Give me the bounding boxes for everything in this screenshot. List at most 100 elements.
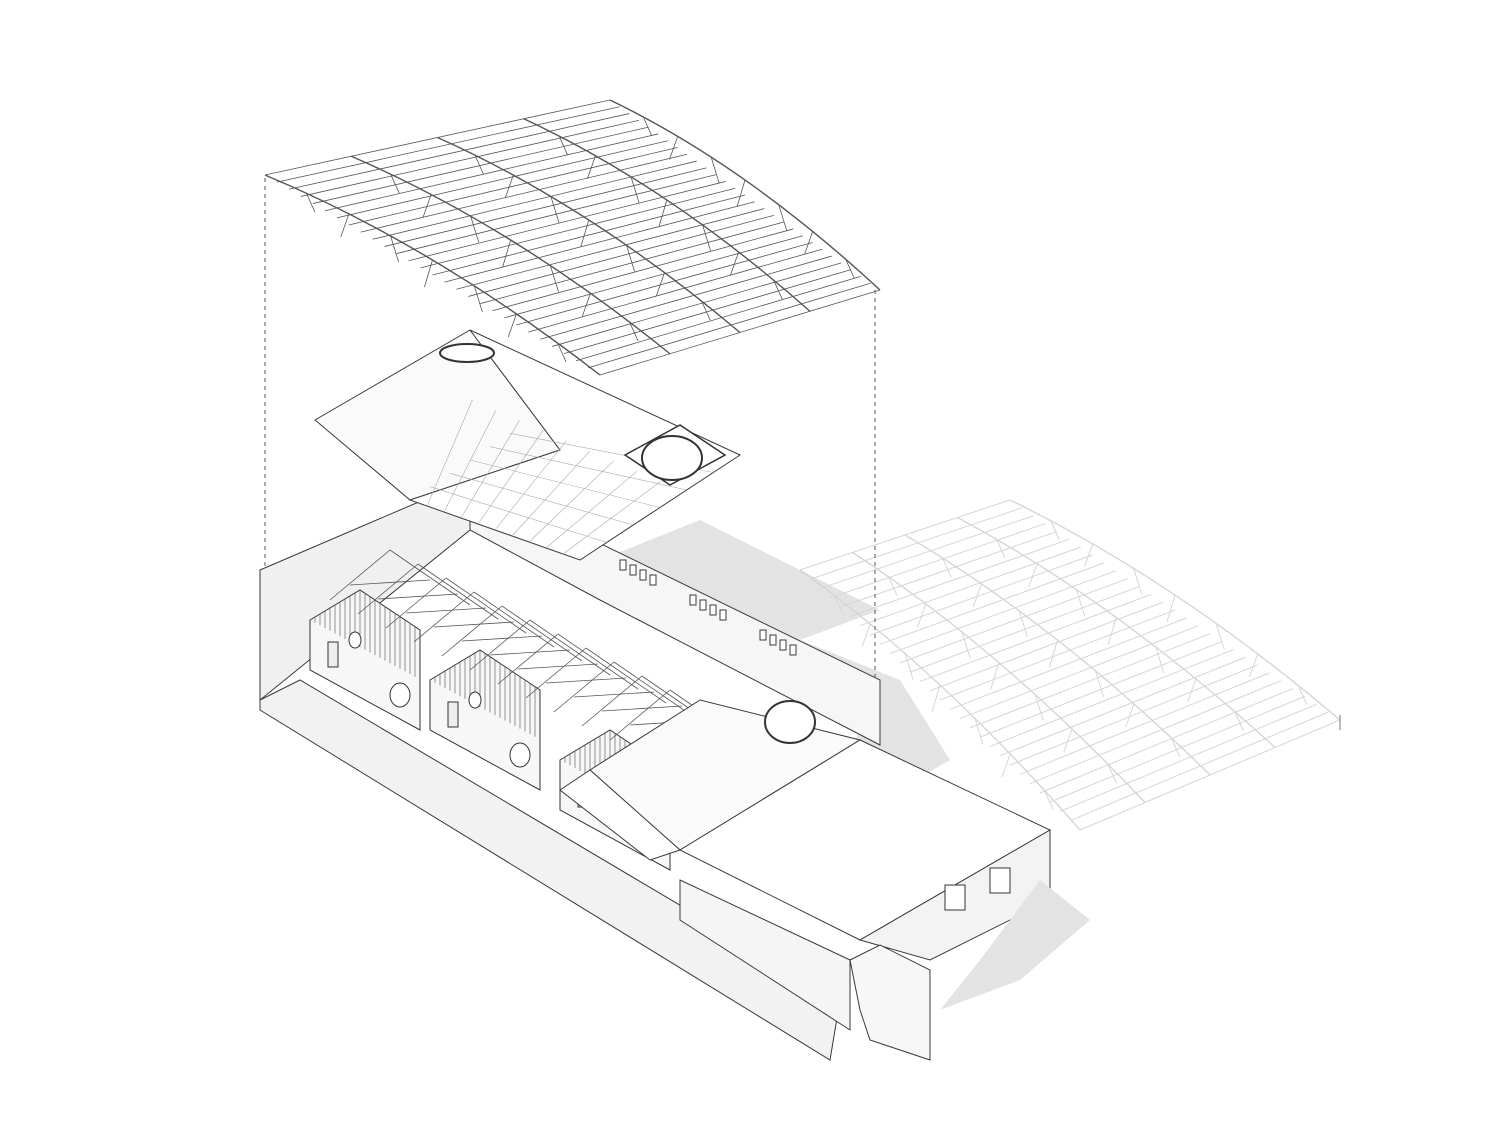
purlin <box>849 538 1070 617</box>
truss-web <box>1166 594 1176 623</box>
tile-line <box>545 471 638 549</box>
purlin <box>540 255 832 340</box>
rafter <box>445 577 527 634</box>
tile-line <box>511 450 591 537</box>
porthole-window <box>348 631 362 649</box>
rafter <box>525 647 587 699</box>
truss-web <box>390 175 400 194</box>
truss-web <box>710 157 720 184</box>
porthole-window <box>509 742 531 768</box>
purlin <box>587 282 871 369</box>
truss-web <box>702 225 712 252</box>
truss-web <box>669 136 678 160</box>
purlin <box>899 578 1129 664</box>
purlin <box>1009 664 1258 766</box>
rafter <box>609 689 671 741</box>
truss-web <box>474 155 484 175</box>
roof-skylight-small <box>439 343 495 363</box>
clerestory-window <box>719 609 727 621</box>
truss-web <box>942 559 952 578</box>
truss-web <box>630 176 640 204</box>
truss-web <box>996 540 1006 559</box>
truss-web <box>804 231 813 255</box>
clerestory-windows <box>619 559 797 656</box>
purlin <box>939 609 1176 701</box>
tile-line <box>489 446 687 491</box>
purlin <box>444 201 755 283</box>
purlin <box>1049 695 1305 803</box>
door <box>447 701 459 728</box>
truss-web <box>1298 686 1308 705</box>
truss-web <box>502 239 512 268</box>
roof-tiling <box>426 399 714 555</box>
purlin <box>959 625 1199 720</box>
purlin <box>516 242 813 326</box>
purlin <box>468 214 775 297</box>
truss-web <box>1034 694 1044 721</box>
round-window <box>764 700 816 744</box>
purlin <box>889 570 1117 655</box>
clerestory-window <box>779 639 787 651</box>
truss-web <box>1018 610 1028 638</box>
entrance-block <box>679 879 851 1031</box>
truss-web <box>990 662 1000 690</box>
truss-web <box>473 286 483 313</box>
tie-beam <box>573 691 655 698</box>
truss-web <box>1133 568 1143 595</box>
purlin <box>839 530 1058 608</box>
purlin <box>949 617 1187 710</box>
truss-web <box>1125 704 1135 728</box>
truss-web <box>306 194 316 213</box>
truss-web <box>1187 679 1197 703</box>
truss-web <box>1044 791 1054 810</box>
truss-web <box>773 281 783 300</box>
tie-beam <box>349 579 431 586</box>
purlin <box>420 187 736 269</box>
purlin <box>919 593 1152 682</box>
purlin <box>408 181 726 262</box>
floor-slab <box>259 679 841 1061</box>
truss-web <box>888 577 898 596</box>
clerestory-window <box>699 599 707 611</box>
purlin <box>989 648 1235 747</box>
tile-line <box>469 459 661 508</box>
tie-beam <box>377 593 459 600</box>
clerestory-window <box>619 559 627 571</box>
truss-web <box>1050 521 1060 540</box>
rafter <box>497 633 559 685</box>
truss-web <box>861 624 871 648</box>
rafter <box>613 661 695 718</box>
truss-web <box>507 314 517 338</box>
truss-web <box>655 273 665 296</box>
truss-web <box>931 684 941 713</box>
purlin <box>879 562 1105 645</box>
annex-window <box>944 884 966 911</box>
tie-beam <box>517 663 599 670</box>
clerestory-window <box>629 564 637 576</box>
truss-web <box>917 604 927 628</box>
truss-web <box>1234 712 1244 731</box>
rafter <box>501 605 583 662</box>
purlin <box>1069 711 1329 822</box>
purlin <box>809 507 1022 580</box>
truss-web <box>1095 670 1105 698</box>
purlin <box>372 160 697 240</box>
truss-web <box>845 260 855 279</box>
tile-line <box>494 440 567 531</box>
purlin <box>504 235 803 319</box>
rafter <box>417 563 499 620</box>
truss-web <box>422 194 432 218</box>
clerestory-window <box>789 644 797 656</box>
truss-web <box>581 293 591 317</box>
purlin <box>1059 703 1317 812</box>
truss-web <box>974 718 984 745</box>
truss-web <box>1107 617 1117 645</box>
clerestory-window <box>689 594 697 606</box>
truss-web <box>424 259 433 288</box>
clerestory-window <box>639 569 647 581</box>
purlin <box>1029 680 1282 785</box>
truss-web <box>972 584 982 608</box>
truss-web <box>701 302 711 321</box>
purlin <box>969 633 1211 729</box>
rafter <box>441 605 503 657</box>
